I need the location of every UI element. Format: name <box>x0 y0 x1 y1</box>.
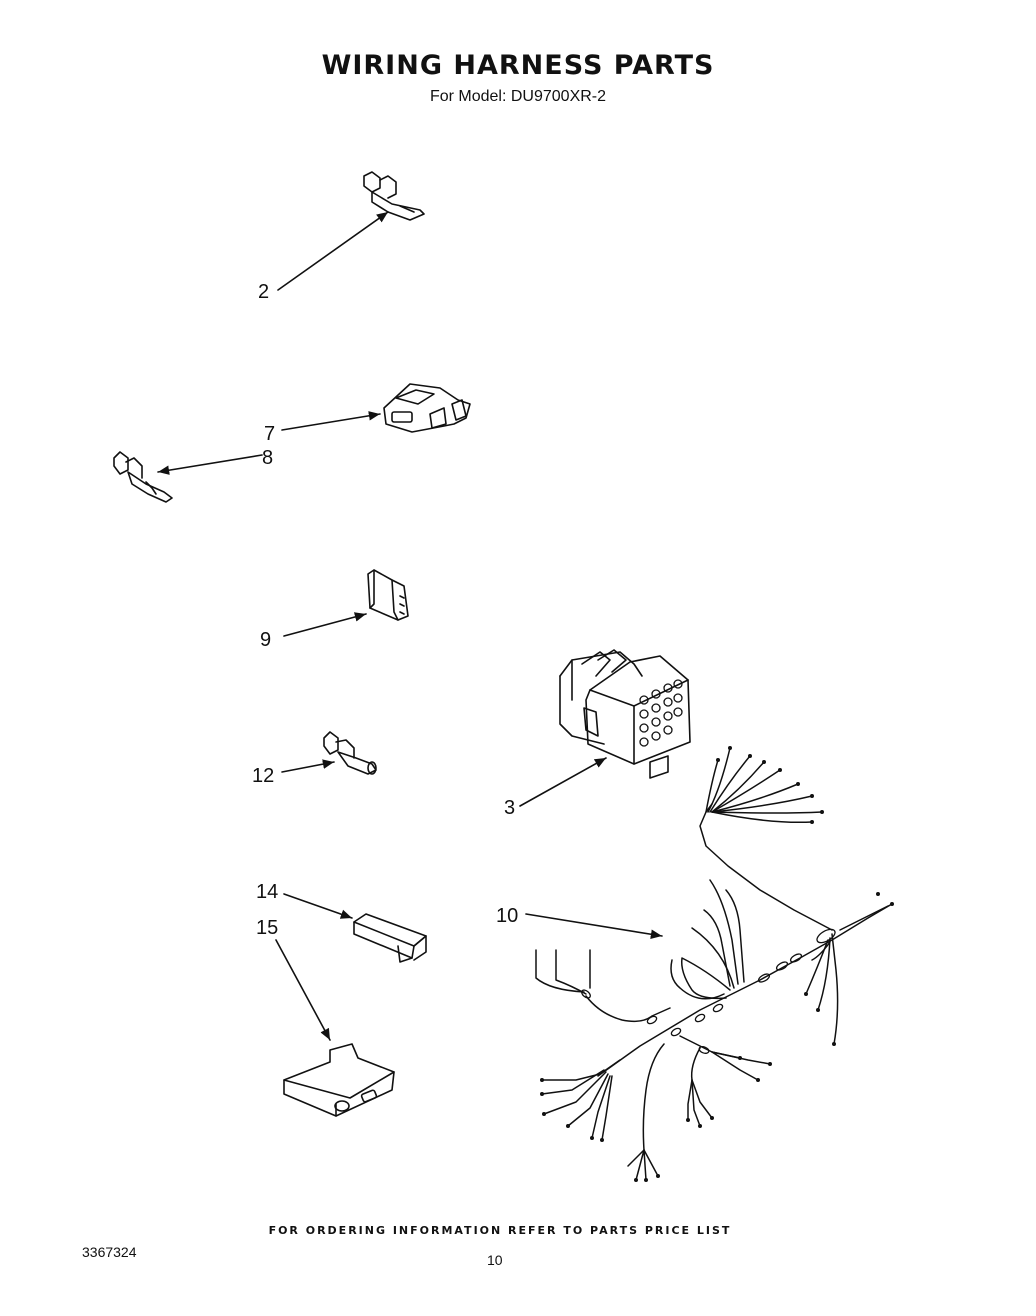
callout-8: 8 <box>262 447 273 469</box>
part-8-terminal-icon <box>113 451 173 503</box>
leader-14 <box>283 893 353 919</box>
leader-10 <box>525 913 663 939</box>
leader-12 <box>281 759 335 773</box>
part-14-slide-connector-icon <box>353 913 427 963</box>
callout-7: 7 <box>264 423 275 445</box>
page-number: 10 <box>487 1252 503 1268</box>
callout-15: 15 <box>256 917 278 939</box>
leader-9 <box>283 612 367 637</box>
part-12-terminal-icon <box>323 731 377 775</box>
part-9-connector-block-icon <box>367 569 409 621</box>
callout-12: 12 <box>252 765 274 787</box>
model-subtitle: For Model: DU9700XR-2 <box>429 88 607 105</box>
callout-3: 3 <box>504 797 515 819</box>
part-2-terminal-icon <box>363 171 425 221</box>
part-15-flat-connector-icon <box>283 1043 395 1117</box>
part-10-wiring-harness-icon <box>535 746 894 1182</box>
callout-2: 2 <box>258 281 269 303</box>
part-7-connector-housing-icon <box>383 383 471 433</box>
document-number: 3367324 <box>82 1244 137 1260</box>
part-3-multi-pin-connector-icon <box>559 649 691 779</box>
leader-3 <box>519 757 607 807</box>
ordering-info-note: FOR ORDERING INFORMATION REFER TO PARTS … <box>268 1224 732 1237</box>
leader-2 <box>277 211 389 291</box>
callout-14: 14 <box>256 881 278 903</box>
leader-15 <box>275 939 331 1041</box>
page-title: WIRING HARNESS PARTS <box>321 50 715 81</box>
callout-9: 9 <box>260 629 271 651</box>
leader-7 <box>281 411 381 431</box>
leader-8 <box>157 454 263 475</box>
callout-10: 10 <box>496 905 518 927</box>
